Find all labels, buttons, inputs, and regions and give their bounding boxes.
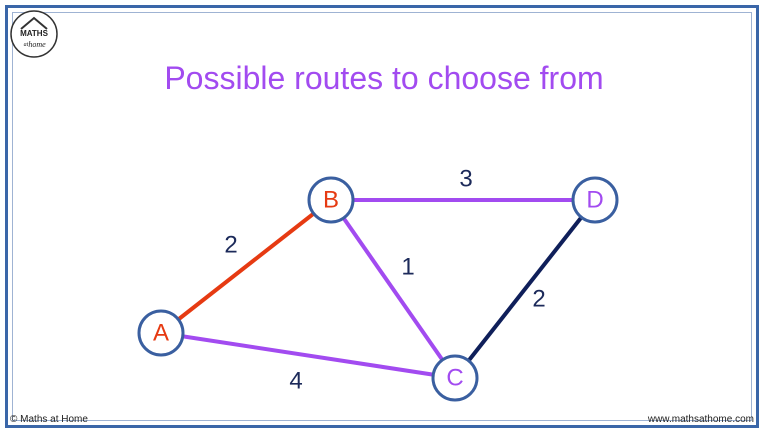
node-c: C	[431, 354, 479, 402]
node-label-c: C	[446, 364, 463, 391]
node-a: A	[137, 309, 185, 357]
edge-weight-b-d: 3	[459, 165, 472, 192]
weights-layer: 2 3 1 4 2	[224, 165, 545, 394]
edge-a-c	[160, 331, 456, 380]
node-label-a: A	[153, 319, 169, 346]
node-circle-d	[571, 176, 619, 224]
node-circle-c	[431, 354, 479, 402]
page-title: Possible routes to choose from	[164, 60, 604, 96]
maths-at-home-logo: MATHS at home	[10, 10, 58, 58]
edge-c-d	[453, 198, 597, 380]
diagram-frame	[5, 5, 759, 428]
node-circle-a	[137, 309, 185, 357]
edge-b-c	[329, 198, 457, 380]
node-label-d: D	[586, 186, 603, 213]
nodes-layer: A B C D	[137, 176, 619, 402]
inner-frame	[12, 12, 752, 421]
edge-weight-c-d: 2	[532, 285, 545, 312]
edge-a-b	[159, 198, 333, 335]
edge-weight-b-c: 1	[401, 253, 414, 280]
edge-weight-a-c: 4	[289, 367, 302, 394]
edge-weight-a-b: 2	[224, 231, 237, 258]
node-label-b: B	[323, 186, 339, 213]
website-text: www.mathsathome.com	[647, 414, 754, 425]
logo-text-home: home	[28, 40, 46, 49]
node-circle-b	[307, 176, 355, 224]
node-b: B	[307, 176, 355, 224]
edges-layer	[159, 198, 597, 380]
logo-text-at: at	[24, 42, 29, 48]
copyright-text: © Maths at Home	[10, 414, 88, 425]
logo-text-maths: MATHS	[20, 29, 49, 38]
node-d: D	[571, 176, 619, 224]
